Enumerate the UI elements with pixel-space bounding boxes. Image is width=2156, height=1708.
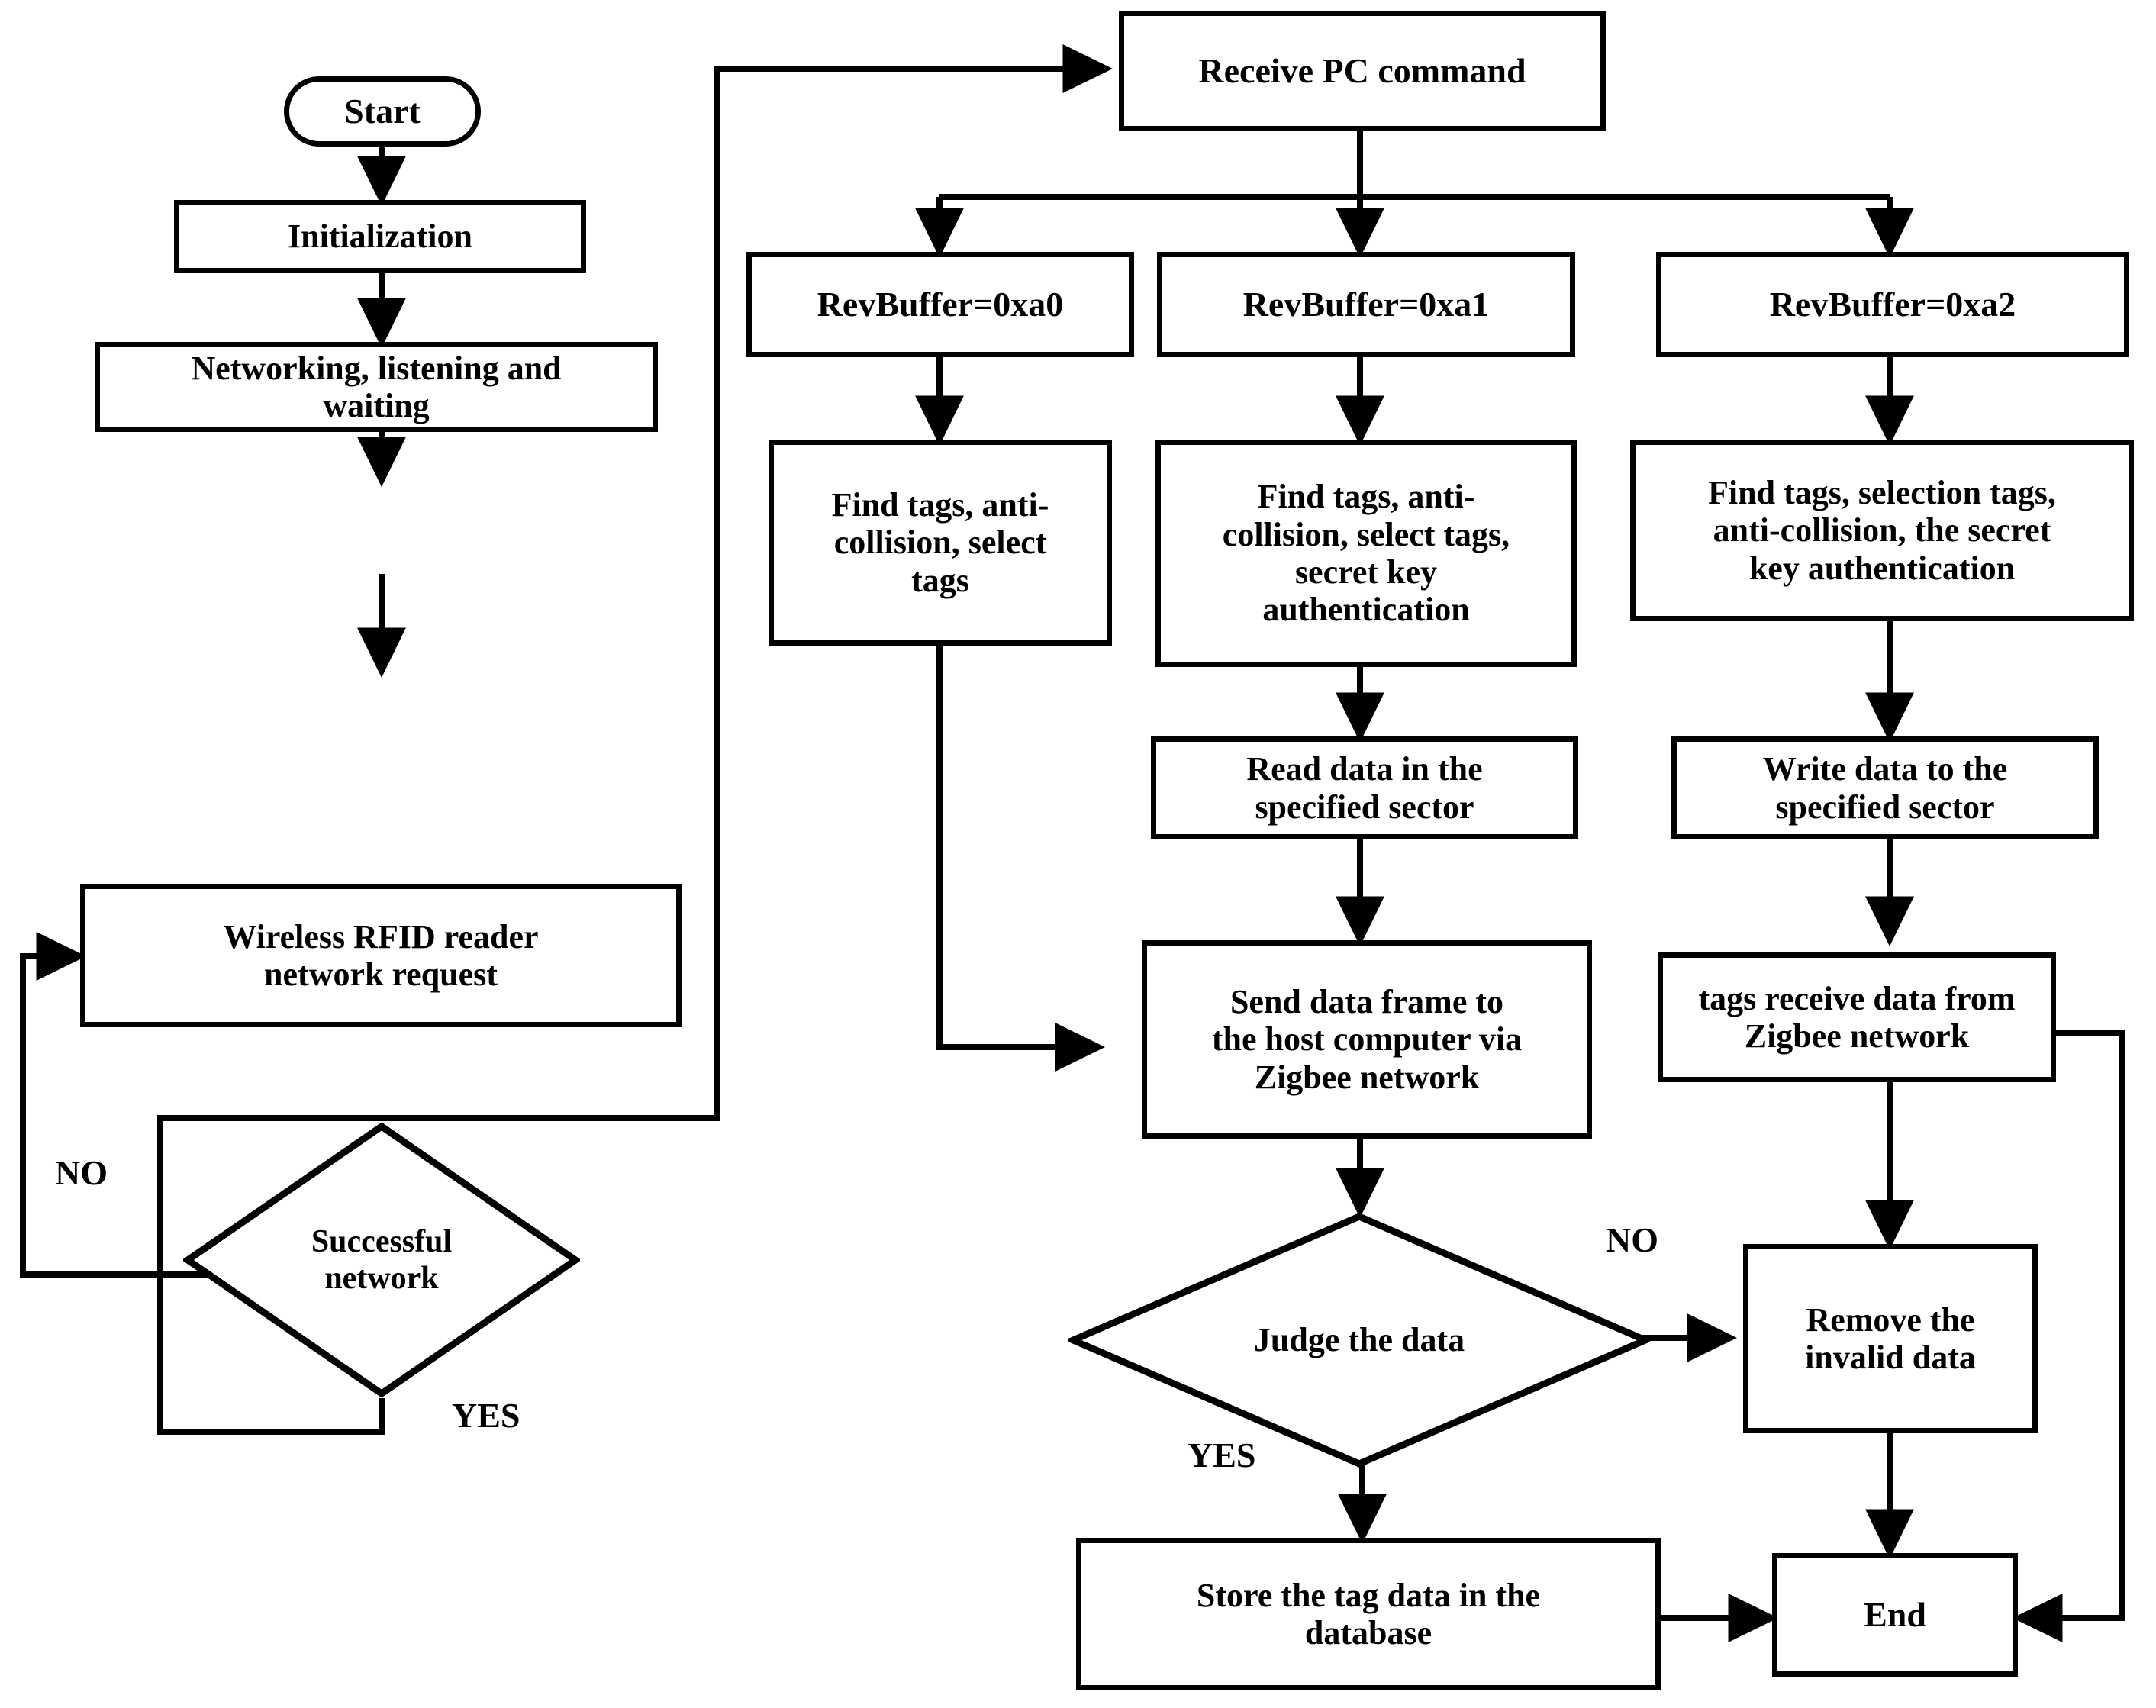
node-send-data-frame[interactable]: Send data frame to the host computer via…: [1142, 940, 1592, 1139]
node-revbuffer-a0[interactable]: RevBuffer=0xa0: [746, 252, 1134, 357]
node-revbuffer-a2-label: RevBuffer=0xa2: [1769, 285, 2016, 324]
node-receive-pc-command-label: Receive PC command: [1198, 51, 1526, 91]
node-write-data-label: Write data to the specified sector: [1762, 750, 2008, 826]
node-store-tag-data[interactable]: Store the tag data in the database: [1076, 1538, 1661, 1690]
edge-find-tags-a0-send-frame: [936, 645, 1106, 1072]
node-networking[interactable]: Networking, listening and waiting: [95, 342, 658, 432]
node-successful-network[interactable]: Successful network: [183, 1122, 580, 1398]
node-revbuffer-a1[interactable]: RevBuffer=0xa1: [1157, 252, 1575, 357]
node-write-data[interactable]: Write data to the specified sector: [1671, 736, 2099, 839]
node-end[interactable]: End: [1772, 1553, 2018, 1677]
node-networking-label: Networking, listening and waiting: [191, 349, 562, 424]
edge-network-yes-to-pc-command: [157, 44, 1113, 1435]
node-revbuffer-a1-label: RevBuffer=0xa1: [1242, 285, 1490, 324]
node-end-label: End: [1864, 1595, 1926, 1635]
node-tags-receive-data-label: tags receive data from Zigbee network: [1698, 979, 2016, 1055]
node-find-tags-a0[interactable]: Find tags, anti- collision, select tags: [769, 440, 1112, 646]
edge-label-judge-no: NO: [1606, 1220, 1658, 1259]
node-revbuffer-a2[interactable]: RevBuffer=0xa2: [1656, 252, 2129, 357]
node-successful-network-label: Successful network: [311, 1223, 453, 1296]
node-judge-the-data-label: Judge the data: [1253, 1320, 1465, 1358]
successful-network-diamond-shape: [183, 1122, 580, 1398]
node-send-data-frame-label: Send data frame to the host computer via…: [1211, 983, 1523, 1096]
node-judge-the-data[interactable]: Judge the data: [1068, 1212, 1650, 1468]
node-find-tags-a2-label: Find tags, selection tags, anti-collisio…: [1708, 474, 2056, 587]
node-find-tags-a2[interactable]: Find tags, selection tags, anti-collisio…: [1630, 440, 2134, 621]
node-start[interactable]: Start: [284, 76, 481, 147]
node-revbuffer-a0-label: RevBuffer=0xa0: [817, 285, 1064, 324]
judge-the-data-diamond-shape: [1068, 1213, 1650, 1468]
node-initialization-label: Initialization: [287, 218, 473, 256]
node-find-tags-a1[interactable]: Find tags, anti- collision, select tags,…: [1155, 440, 1577, 667]
node-read-data-label: Read data in the specified sector: [1246, 750, 1483, 826]
node-remove-invalid-data-label: Remove the invalid data: [1805, 1300, 1976, 1376]
node-initialization[interactable]: Initialization: [174, 200, 586, 273]
node-remove-invalid-data[interactable]: Remove the invalid data: [1743, 1244, 2038, 1433]
node-find-tags-a1-label: Find tags, anti- collision, select tags,…: [1222, 478, 1510, 629]
node-find-tags-a0-label: Find tags, anti- collision, select tags: [831, 486, 1049, 599]
node-tags-receive-data[interactable]: tags receive data from Zigbee network: [1658, 952, 2056, 1082]
edge-label-network-yes: YES: [452, 1396, 520, 1435]
edge-network-no-loop: [20, 932, 237, 1278]
edge-label-network-no: NO: [55, 1153, 108, 1192]
edge-tags-receive-bypass-end: [2012, 1030, 2125, 1642]
edge-label-judge-yes: YES: [1188, 1436, 1256, 1474]
node-receive-pc-command[interactable]: Receive PC command: [1119, 11, 1606, 131]
node-wireless-rfid-label: Wireless RFID reader network request: [223, 917, 539, 993]
node-store-tag-data-label: Store the tag data in the database: [1196, 1576, 1541, 1652]
node-start-label: Start: [344, 92, 421, 131]
node-read-data[interactable]: Read data in the specified sector: [1151, 736, 1578, 839]
node-wireless-rfid[interactable]: Wireless RFID reader network request: [80, 884, 682, 1027]
